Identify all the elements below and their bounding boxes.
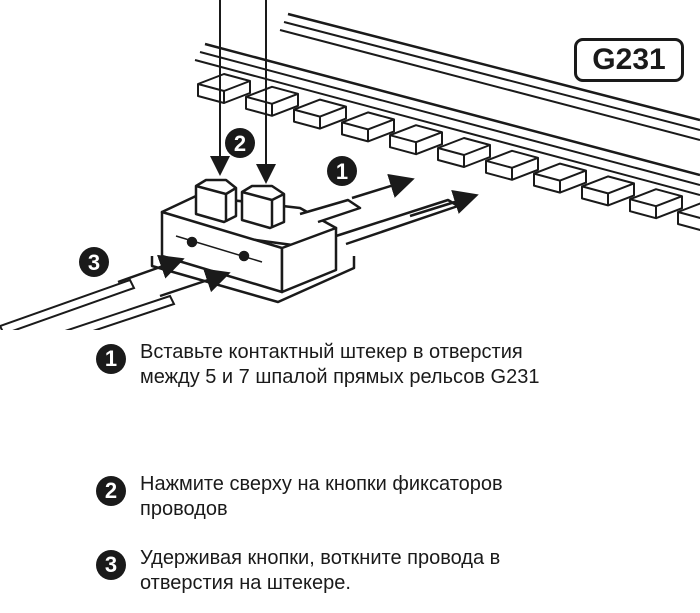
model-badge: G231 [574,38,684,82]
instruction-step-2: 2 Нажмите сверху на кнопки фиксаторов пр… [96,472,620,522]
sleeper [677,202,700,231]
wires [0,278,176,330]
sleeper [437,137,491,168]
step-text: Нажмите сверху на кнопки фиксаторов пров… [140,472,620,522]
callout-2: 2 [225,128,255,158]
sleeper [581,175,635,207]
step-2-press-arrows [210,0,276,184]
step-number-badge: 2 [96,476,126,506]
sleeper [629,188,683,220]
sleeper [245,85,299,117]
svg-text:3: 3 [88,250,100,275]
step-line: проводов [140,498,228,520]
svg-text:2: 2 [234,131,246,156]
instruction-step-3: 3 Удерживая кнопки, воткните провода в о… [96,546,620,596]
step-text: Вставьте контактный штекер в отверстия м… [140,340,620,390]
track-rails [194,12,700,196]
callout-3: 3 [79,247,109,277]
step-number-badge: 1 [96,344,126,374]
track-sleepers [197,73,700,231]
step-line: Нажмите сверху на кнопки фиксаторов [140,473,503,495]
sleeper [293,98,347,130]
step-3-wire-arrows [117,254,231,298]
step-line: отверстия на штекере. [140,572,351,594]
instruction-step-1: 1 Вставьте контактный штекер в отверстия… [96,340,620,390]
sleeper [341,111,395,143]
sleeper [533,162,587,194]
svg-text:1: 1 [336,159,348,184]
wire-lock-buttons [194,178,286,230]
step-line: Вставьте контактный штекер в отверстия [140,341,523,363]
step-line: между 5 и 7 шпалой прямых рельсов G231 [140,366,540,388]
step-1-insert-arrows [351,173,479,218]
callout-1: 1 [327,156,357,186]
sleeper [389,124,443,156]
sleeper [197,73,251,104]
sleeper [485,149,539,181]
step-text: Удерживая кнопки, воткните провода в отв… [140,546,620,596]
track-connector-illustration: 1 2 3 [0,0,700,330]
step-line: Удерживая кнопки, воткните провода в [140,547,501,569]
step-number-badge: 3 [96,550,126,580]
